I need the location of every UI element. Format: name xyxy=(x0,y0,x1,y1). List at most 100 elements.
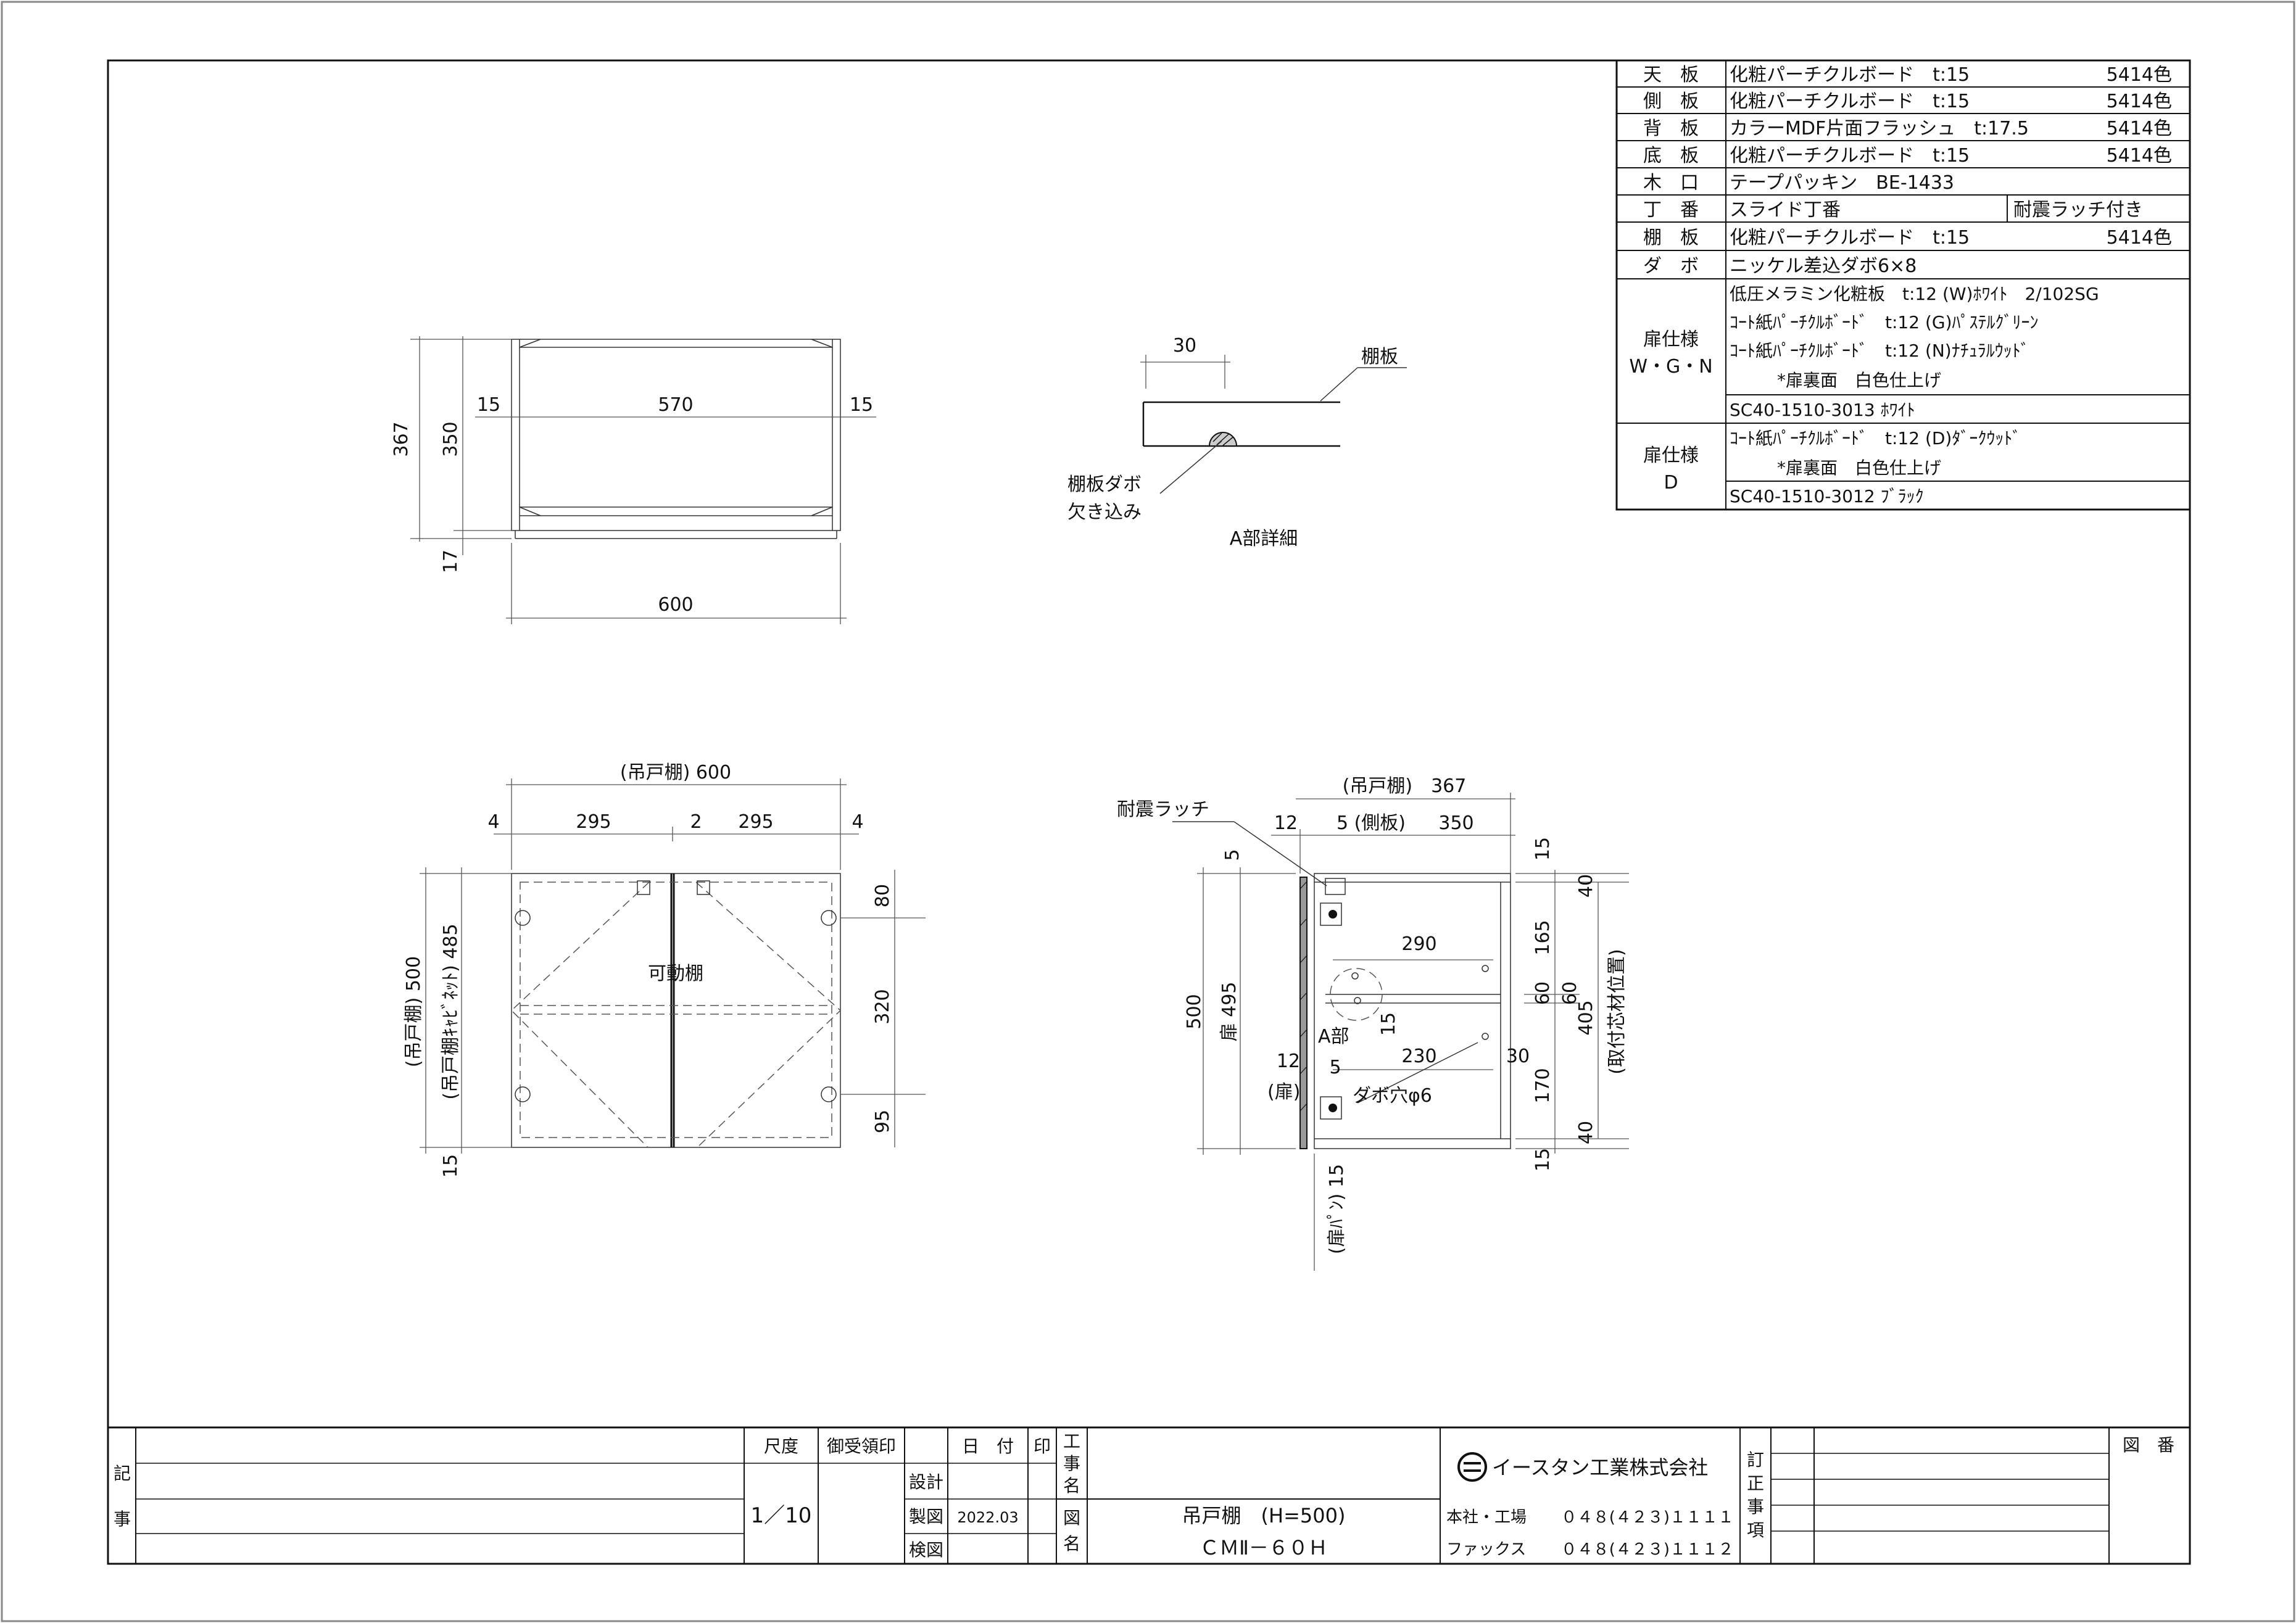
side-r405: 405 xyxy=(1575,1000,1597,1035)
revision-label-4: 項 xyxy=(1747,1520,1764,1540)
side-dim-367: (吊戸棚) 367 xyxy=(1343,775,1467,797)
spec-part-0: 天 板 xyxy=(1643,64,1699,86)
front-dim-320: 320 xyxy=(872,989,893,1024)
front-dim-4-left: 4 xyxy=(487,811,499,833)
plan-dim-600: 600 xyxy=(658,594,693,616)
door-wgn-line-1: ｺｰﾄ紙ﾊﾟｰﾁｸﾙﾎﾞｰﾄﾞ t:12 (G)ﾊﾟｽﾃﾙｸﾞﾘｰﾝ xyxy=(1730,312,2039,332)
side-dim-5: 5 (側板) xyxy=(1337,812,1406,834)
approval-label: 御受領印 xyxy=(827,1436,896,1456)
side-r15-bot: 15 xyxy=(1532,1148,1554,1171)
scale-label: 尺度 xyxy=(764,1436,798,1456)
notes-label-2: 事 xyxy=(114,1509,131,1529)
door-wgn-line-0: 低圧メラミン化粧板 t:12 (W)ﾎﾜｲﾄ 2/102SG xyxy=(1730,284,2099,304)
spec-color-2: 5414色 xyxy=(2107,118,2172,139)
spec-part-7: ダ ボ xyxy=(1643,255,1699,277)
door-d-line-1: *扉裏面 白色仕上げ xyxy=(1777,458,1941,478)
spec-part-5: 丁 番 xyxy=(1643,199,1699,221)
drawing-code: ＣＭⅡ－６０Ｈ xyxy=(1200,1536,1328,1559)
door-d-label-2: D xyxy=(1664,472,1678,494)
front-dim-4-right: 4 xyxy=(852,811,863,833)
spec-desc-3: 化粧パーチクルボード t:15 xyxy=(1730,145,1970,167)
drawing-label-1: 図 xyxy=(1063,1508,1080,1528)
door-wgn-line-4: SC40-1510-3013 ﾎﾜｲﾄ xyxy=(1730,400,1915,420)
detail-a: 30 棚板 棚板ダボ 欠き込み A部詳細 xyxy=(1067,335,1407,550)
spec-color-6: 5414色 xyxy=(2107,227,2172,249)
side-dowel-label: ダボ穴φ6 xyxy=(1353,1085,1432,1107)
title-block: 記 事 尺度 1／10 御受領印 日 付 印 設計 製図 2022.03 検図 … xyxy=(107,1426,2191,1565)
side-dim-5-b: 5 xyxy=(1329,1057,1341,1078)
door-wgn-line-2: ｺｰﾄ紙ﾊﾟｰﾁｸﾙﾎﾞｰﾄﾞ t:12 (N)ﾅﾁｭﾗﾙｳｯﾄﾞ xyxy=(1730,341,2029,361)
side-r40-bot: 40 xyxy=(1575,1121,1597,1144)
door-wgn-label-2: W・G・N xyxy=(1629,356,1712,378)
detail-title: A部詳細 xyxy=(1230,528,1298,550)
drawing-no-label: 図 番 xyxy=(2123,1435,2174,1455)
project-label-3: 名 xyxy=(1063,1476,1080,1496)
scale-value: 1／10 xyxy=(751,1503,812,1528)
front-dim-80: 80 xyxy=(872,884,893,907)
revision-label-1: 訂 xyxy=(1747,1450,1764,1470)
revision-label-2: 正 xyxy=(1747,1473,1764,1493)
side-r-label: (取付芯材位置) xyxy=(1606,949,1628,1074)
spec-desc-4: テープパッキン BE-1433 xyxy=(1730,172,1954,194)
side-r165: 165 xyxy=(1532,920,1554,955)
side-r60b: 60 xyxy=(1559,981,1581,1005)
side-view: (吊戸棚) 367 12 5 (側板) 350 耐震ラッチ 5 500 扉 49… xyxy=(1117,775,1629,1271)
side-dim-30: 30 xyxy=(1506,1046,1530,1067)
date-label: 日 付 xyxy=(962,1436,1014,1456)
spec-desc-6: 化粧パーチクルボード t:15 xyxy=(1730,227,1970,249)
side-panel-15: (扉ﾊﾟﾝ) 15 xyxy=(1326,1164,1348,1254)
spec-part-6: 棚 板 xyxy=(1643,227,1699,249)
drawn-label: 製図 xyxy=(909,1506,943,1527)
spec-desc-7: ニッケル差込ダボ6×8 xyxy=(1730,255,1917,277)
door-d-label-1: 扉仕様 xyxy=(1643,445,1699,466)
notes-label-1: 記 xyxy=(114,1463,131,1484)
spec-part-3: 底 板 xyxy=(1643,145,1699,167)
front-dim-95: 95 xyxy=(872,1110,893,1133)
check-label: 検図 xyxy=(909,1540,943,1560)
front-shelf-label: 可動棚 xyxy=(648,963,703,985)
front-dim-2: 2 xyxy=(690,811,702,833)
fax-label: ファックス xyxy=(1446,1540,1526,1559)
design-label: 設計 xyxy=(909,1472,943,1492)
side-dim-12-door: 12 xyxy=(1277,1051,1300,1072)
side-dim-495: 扉 495 xyxy=(1219,982,1240,1042)
plan-dim-367: 367 xyxy=(391,421,412,456)
front-view: 可動棚 (吊戸棚) 600 4 295 2 295 4 (吊戸棚) 500 (吊… xyxy=(403,762,926,1178)
company-name: イースタン工業株式会社 xyxy=(1492,1456,1708,1479)
plan-dim-15-right: 15 xyxy=(850,394,873,416)
plan-dim-350: 350 xyxy=(440,421,462,456)
door-d-line-2: SC40-1510-3012 ﾌﾞﾗｯｸ xyxy=(1730,486,1924,506)
plan-dim-17: 17 xyxy=(440,550,462,573)
seal-label: 印 xyxy=(1034,1436,1051,1456)
side-dim-500: 500 xyxy=(1183,994,1205,1029)
side-latch-label: 耐震ラッチ xyxy=(1117,799,1209,820)
side-r40-top: 40 xyxy=(1575,874,1597,898)
front-dim-485: (吊戸棚ｷｬﾋﾞﾈｯﾄ) 485 xyxy=(440,923,462,1099)
drawing-label-2: 名 xyxy=(1063,1534,1080,1554)
spec-extra-5: 耐震ラッチ付き xyxy=(2013,199,2143,221)
spec-desc-0: 化粧パーチクルボード t:15 xyxy=(1730,64,1970,86)
spec-part-2: 背 板 xyxy=(1643,118,1699,139)
drawing-name: 吊戸棚 (H=500) xyxy=(1182,1504,1346,1527)
project-label-2: 事 xyxy=(1063,1453,1080,1474)
detail-dim-30: 30 xyxy=(1173,335,1196,357)
side-dim-5-top: 5 xyxy=(1222,849,1243,861)
side-dim-12: 12 xyxy=(1274,812,1298,834)
side-dim-15-mid: 15 xyxy=(1378,1012,1399,1036)
side-dim-230: 230 xyxy=(1401,1046,1436,1067)
side-r170: 170 xyxy=(1532,1068,1554,1103)
side-part-a: A部 xyxy=(1318,1026,1349,1047)
spec-desc-2: カラーMDF片面フラッシュ t:17.5 xyxy=(1730,118,2029,139)
spec-part-4: 木 口 xyxy=(1643,172,1699,194)
revision-label-3: 事 xyxy=(1747,1497,1764,1517)
company-logo xyxy=(1457,1452,1487,1482)
door-wgn-line-3: *扉裏面 白色仕上げ xyxy=(1777,370,1941,390)
front-dim-295-left: 295 xyxy=(576,811,611,833)
spec-desc-5: スライド丁番 xyxy=(1730,199,1841,221)
plan-dim-570: 570 xyxy=(658,394,693,416)
side-door-label: (扉) xyxy=(1267,1081,1300,1103)
detail-notch-line2: 欠き込み xyxy=(1067,502,1142,523)
spec-color-1: 5414色 xyxy=(2107,91,2172,112)
